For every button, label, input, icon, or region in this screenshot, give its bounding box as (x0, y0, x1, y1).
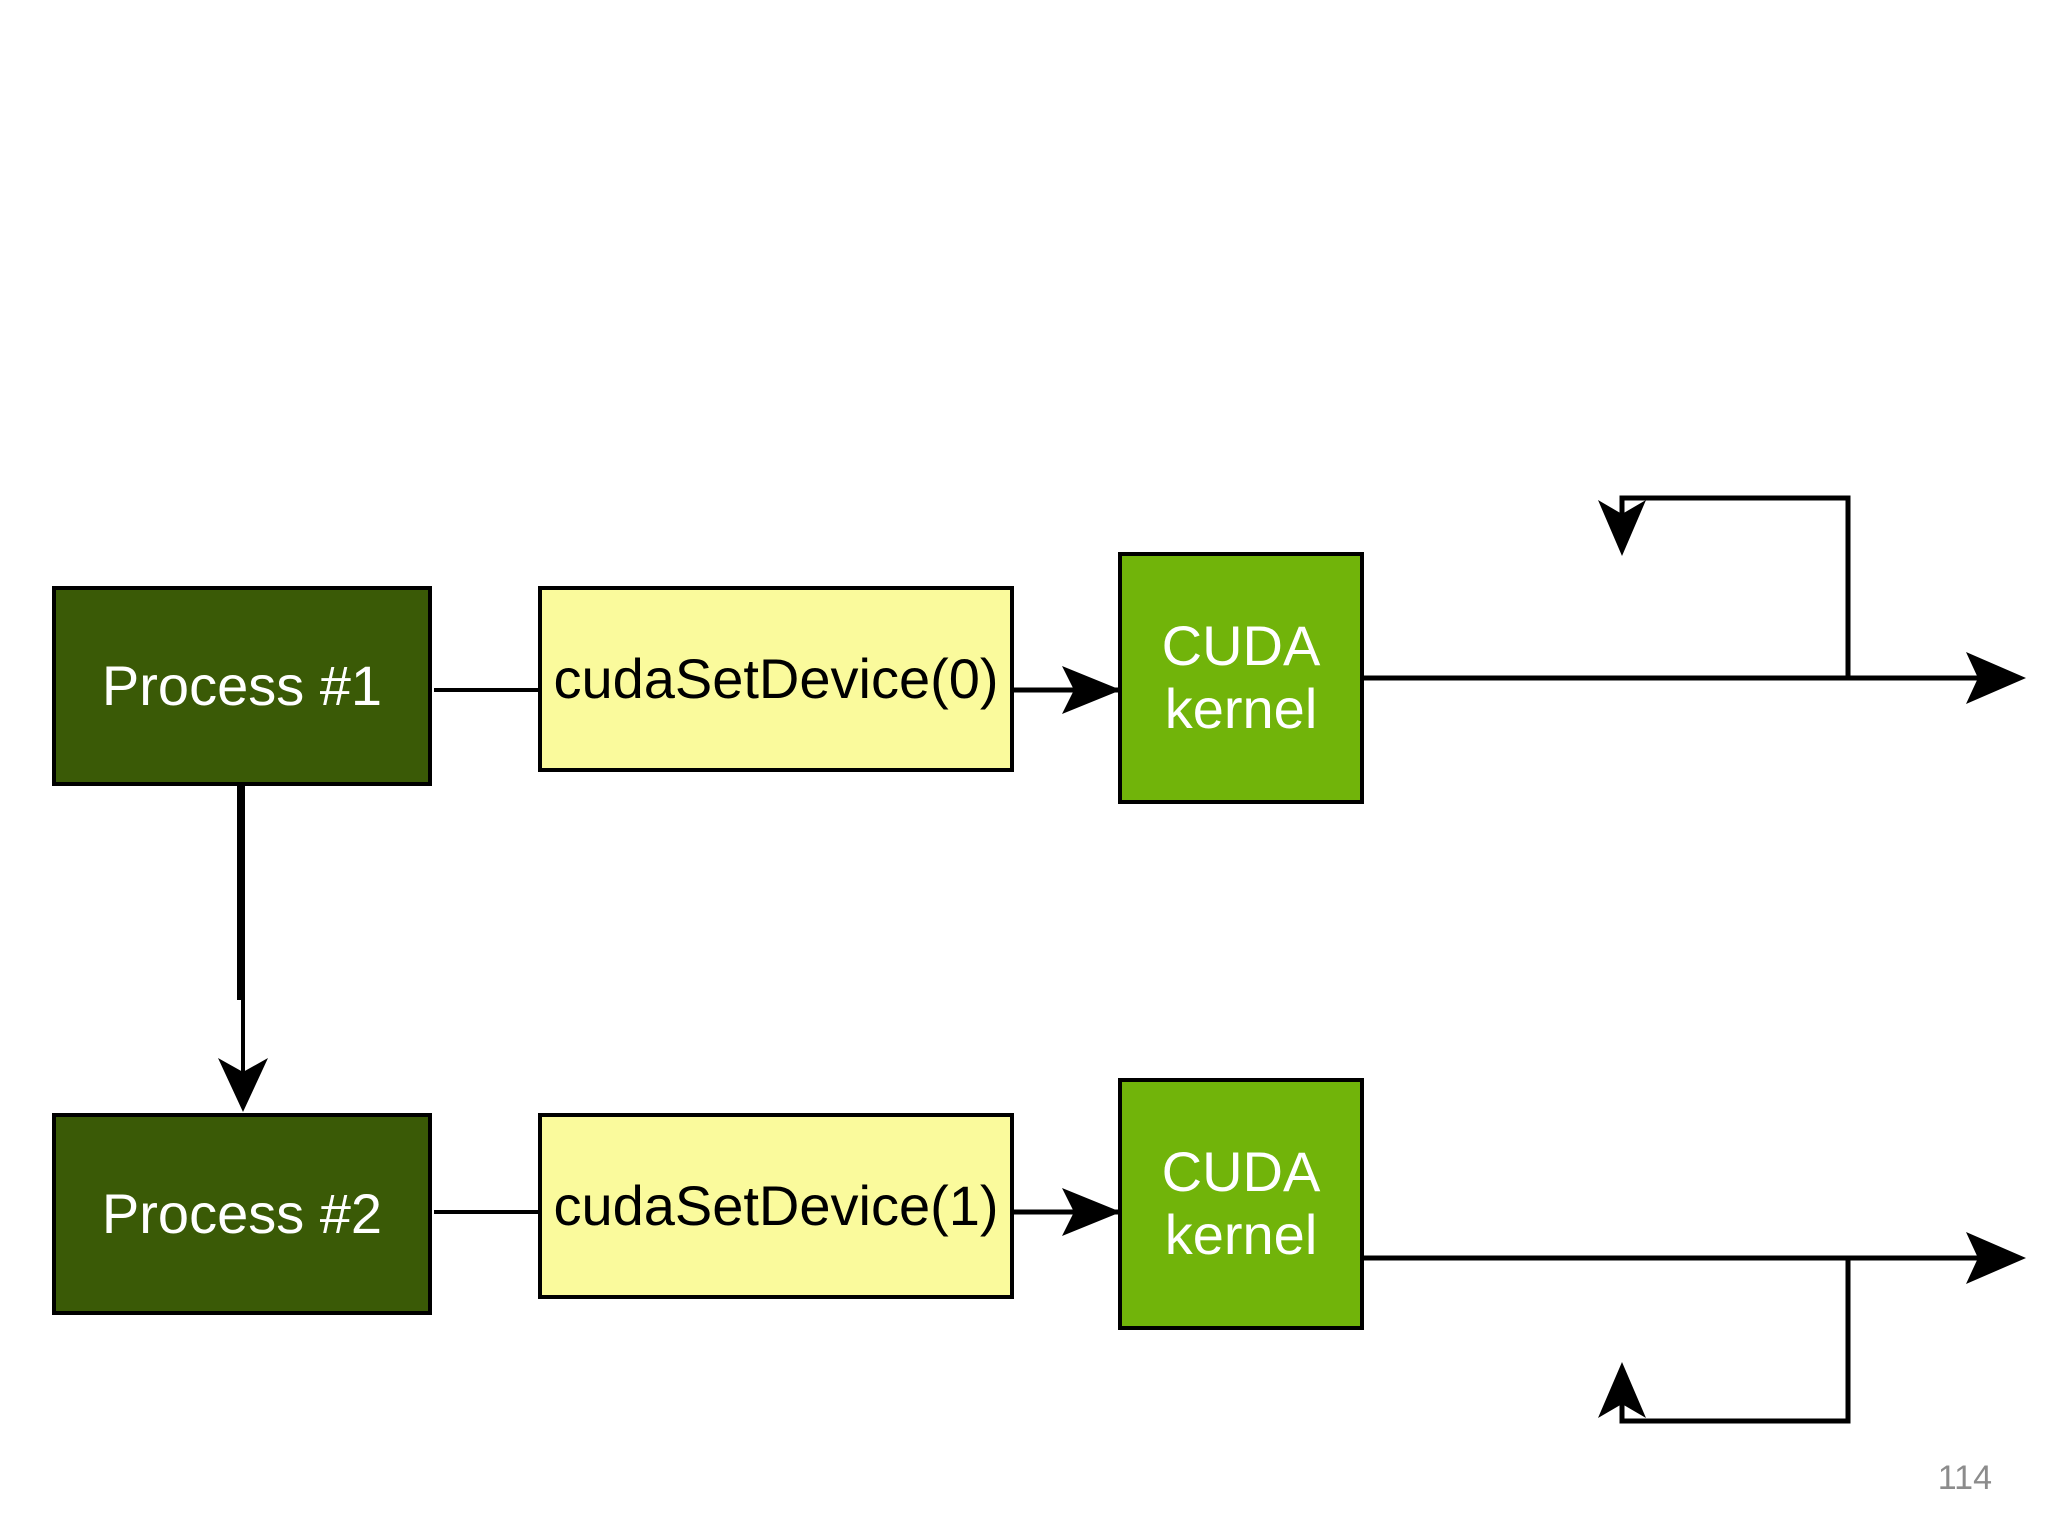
process-box-2[interactable]: Process #2 (52, 1113, 432, 1315)
edge-process1-to-process2 (218, 786, 268, 1112)
api-call-box-cuda-set-device-0[interactable]: cudaSetDevice(0) (538, 586, 1014, 772)
edge-api0-to-kernel0 (1014, 666, 1121, 714)
process-box-1[interactable]: Process #1 (52, 586, 432, 786)
edge-kernel1-exit (1364, 1232, 2026, 1284)
edge-api1-to-kernel1 (1014, 1188, 1121, 1236)
cuda-kernel-box-1[interactable]: CUDA kernel (1118, 552, 1364, 804)
edge-kernel0-feedback-loop (1598, 495, 1851, 678)
page-number: 114 (1937, 1459, 1992, 1497)
edge-kernel1-feedback-loop (1598, 1258, 1851, 1424)
cuda-kernel-box-2[interactable]: CUDA kernel (1118, 1078, 1364, 1330)
edge-kernel0-exit (1364, 652, 2026, 704)
api-call-box-cuda-set-device-1[interactable]: cudaSetDevice(1) (538, 1113, 1014, 1299)
